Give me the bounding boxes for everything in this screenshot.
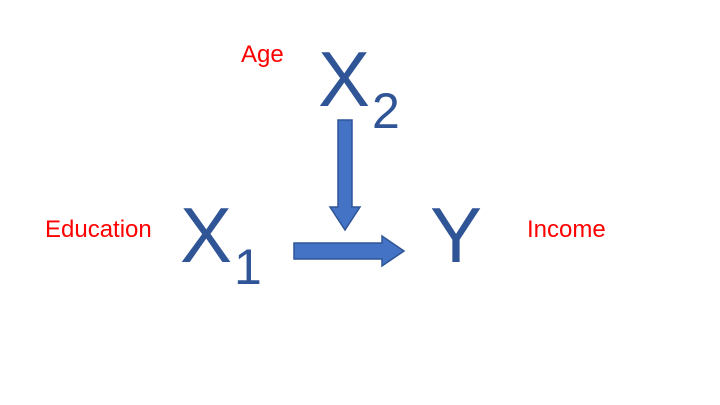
education-label: Education <box>45 216 152 243</box>
node-x2: X2 <box>318 40 400 136</box>
income-label: Income <box>527 216 606 243</box>
node-y: Y <box>430 196 482 274</box>
node-x2-subscript: 2 <box>372 83 400 139</box>
arrow-x2-to-edge <box>328 119 362 232</box>
node-x1-symbol: X <box>180 191 233 279</box>
arrow-x1-to-y <box>293 234 406 268</box>
node-x1-subscript: 1 <box>234 239 262 295</box>
age-label: Age <box>241 41 284 68</box>
node-y-symbol: Y <box>430 191 483 279</box>
node-x2-symbol: X <box>318 35 371 123</box>
node-x1: X1 <box>180 196 262 292</box>
